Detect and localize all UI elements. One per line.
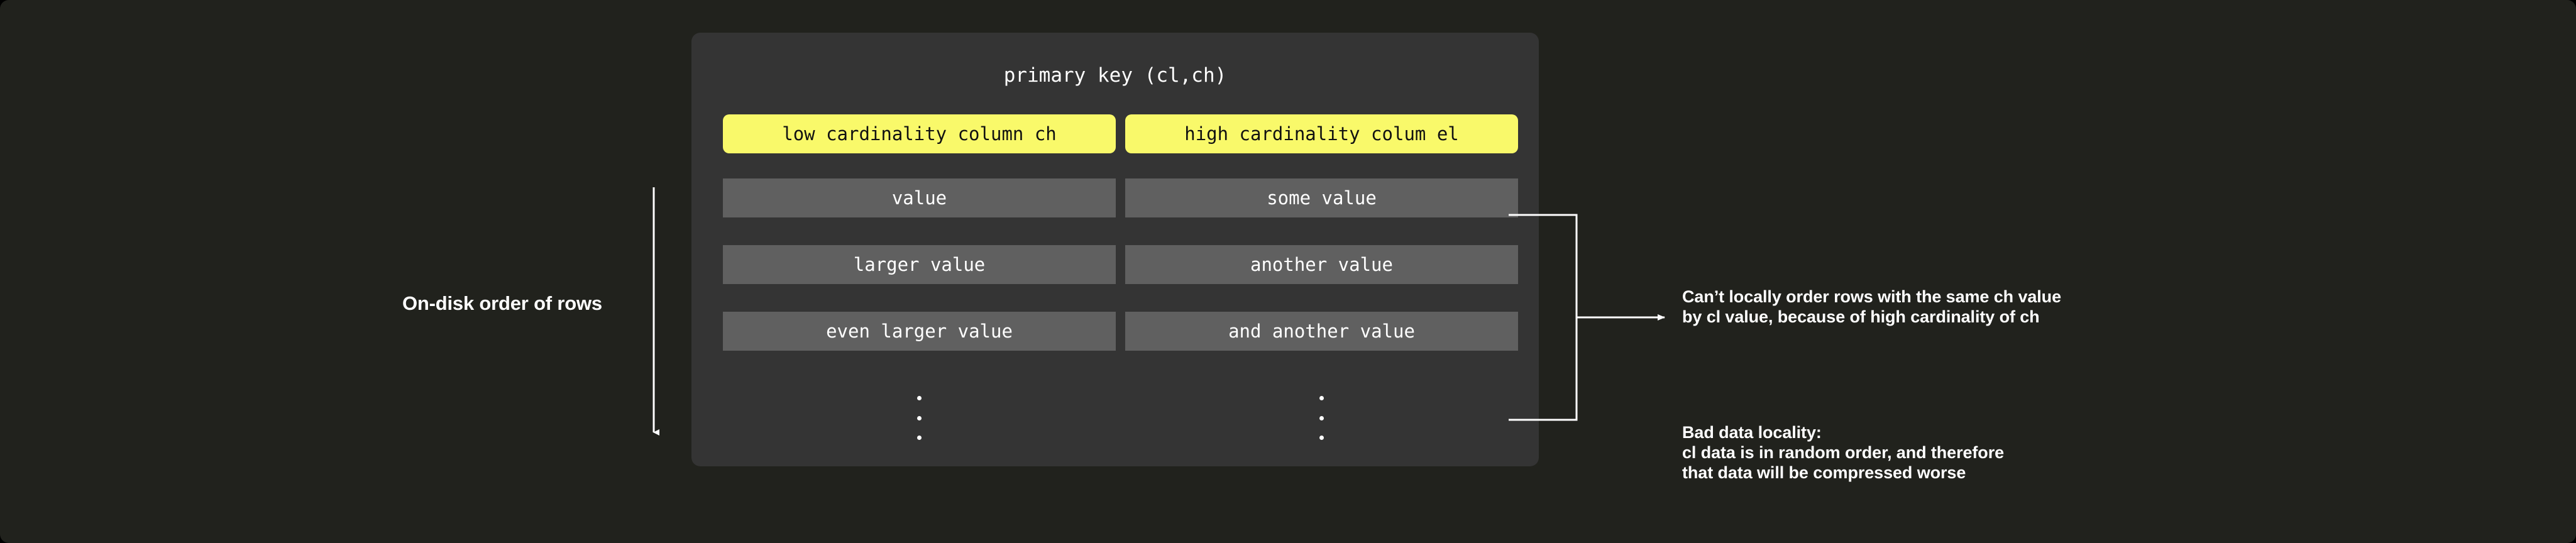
column-key-high-cardinality[interactable]: high cardinality colum el <box>1125 114 1518 153</box>
note-ordering: Can’t locally order rows with the same c… <box>1682 287 2061 326</box>
on-disk-order-arrow-icon <box>652 187 659 436</box>
value-cell: larger value <box>723 245 1116 284</box>
value-cell: some value <box>1125 178 1518 217</box>
panel-title: primary key (cl,ch) <box>1003 64 1227 87</box>
callout-bracket-arrow-icon <box>1509 214 1665 421</box>
vertical-ellipsis-icon <box>1125 396 1518 440</box>
value-cell: value <box>723 178 1116 217</box>
value-cell: and another value <box>1125 312 1518 351</box>
column-key-low-cardinality[interactable]: low cardinality column ch <box>723 114 1116 153</box>
vertical-ellipsis-icon <box>723 396 1116 440</box>
value-cell: even larger value <box>723 312 1116 351</box>
primary-key-panel: primary key (cl,ch) low cardinality colu… <box>691 33 1539 466</box>
on-disk-order-label: On-disk order of rows <box>402 292 602 314</box>
note-data-locality: Bad data locality: cl data is in random … <box>1682 423 2005 482</box>
value-cell: another value <box>1125 245 1518 284</box>
